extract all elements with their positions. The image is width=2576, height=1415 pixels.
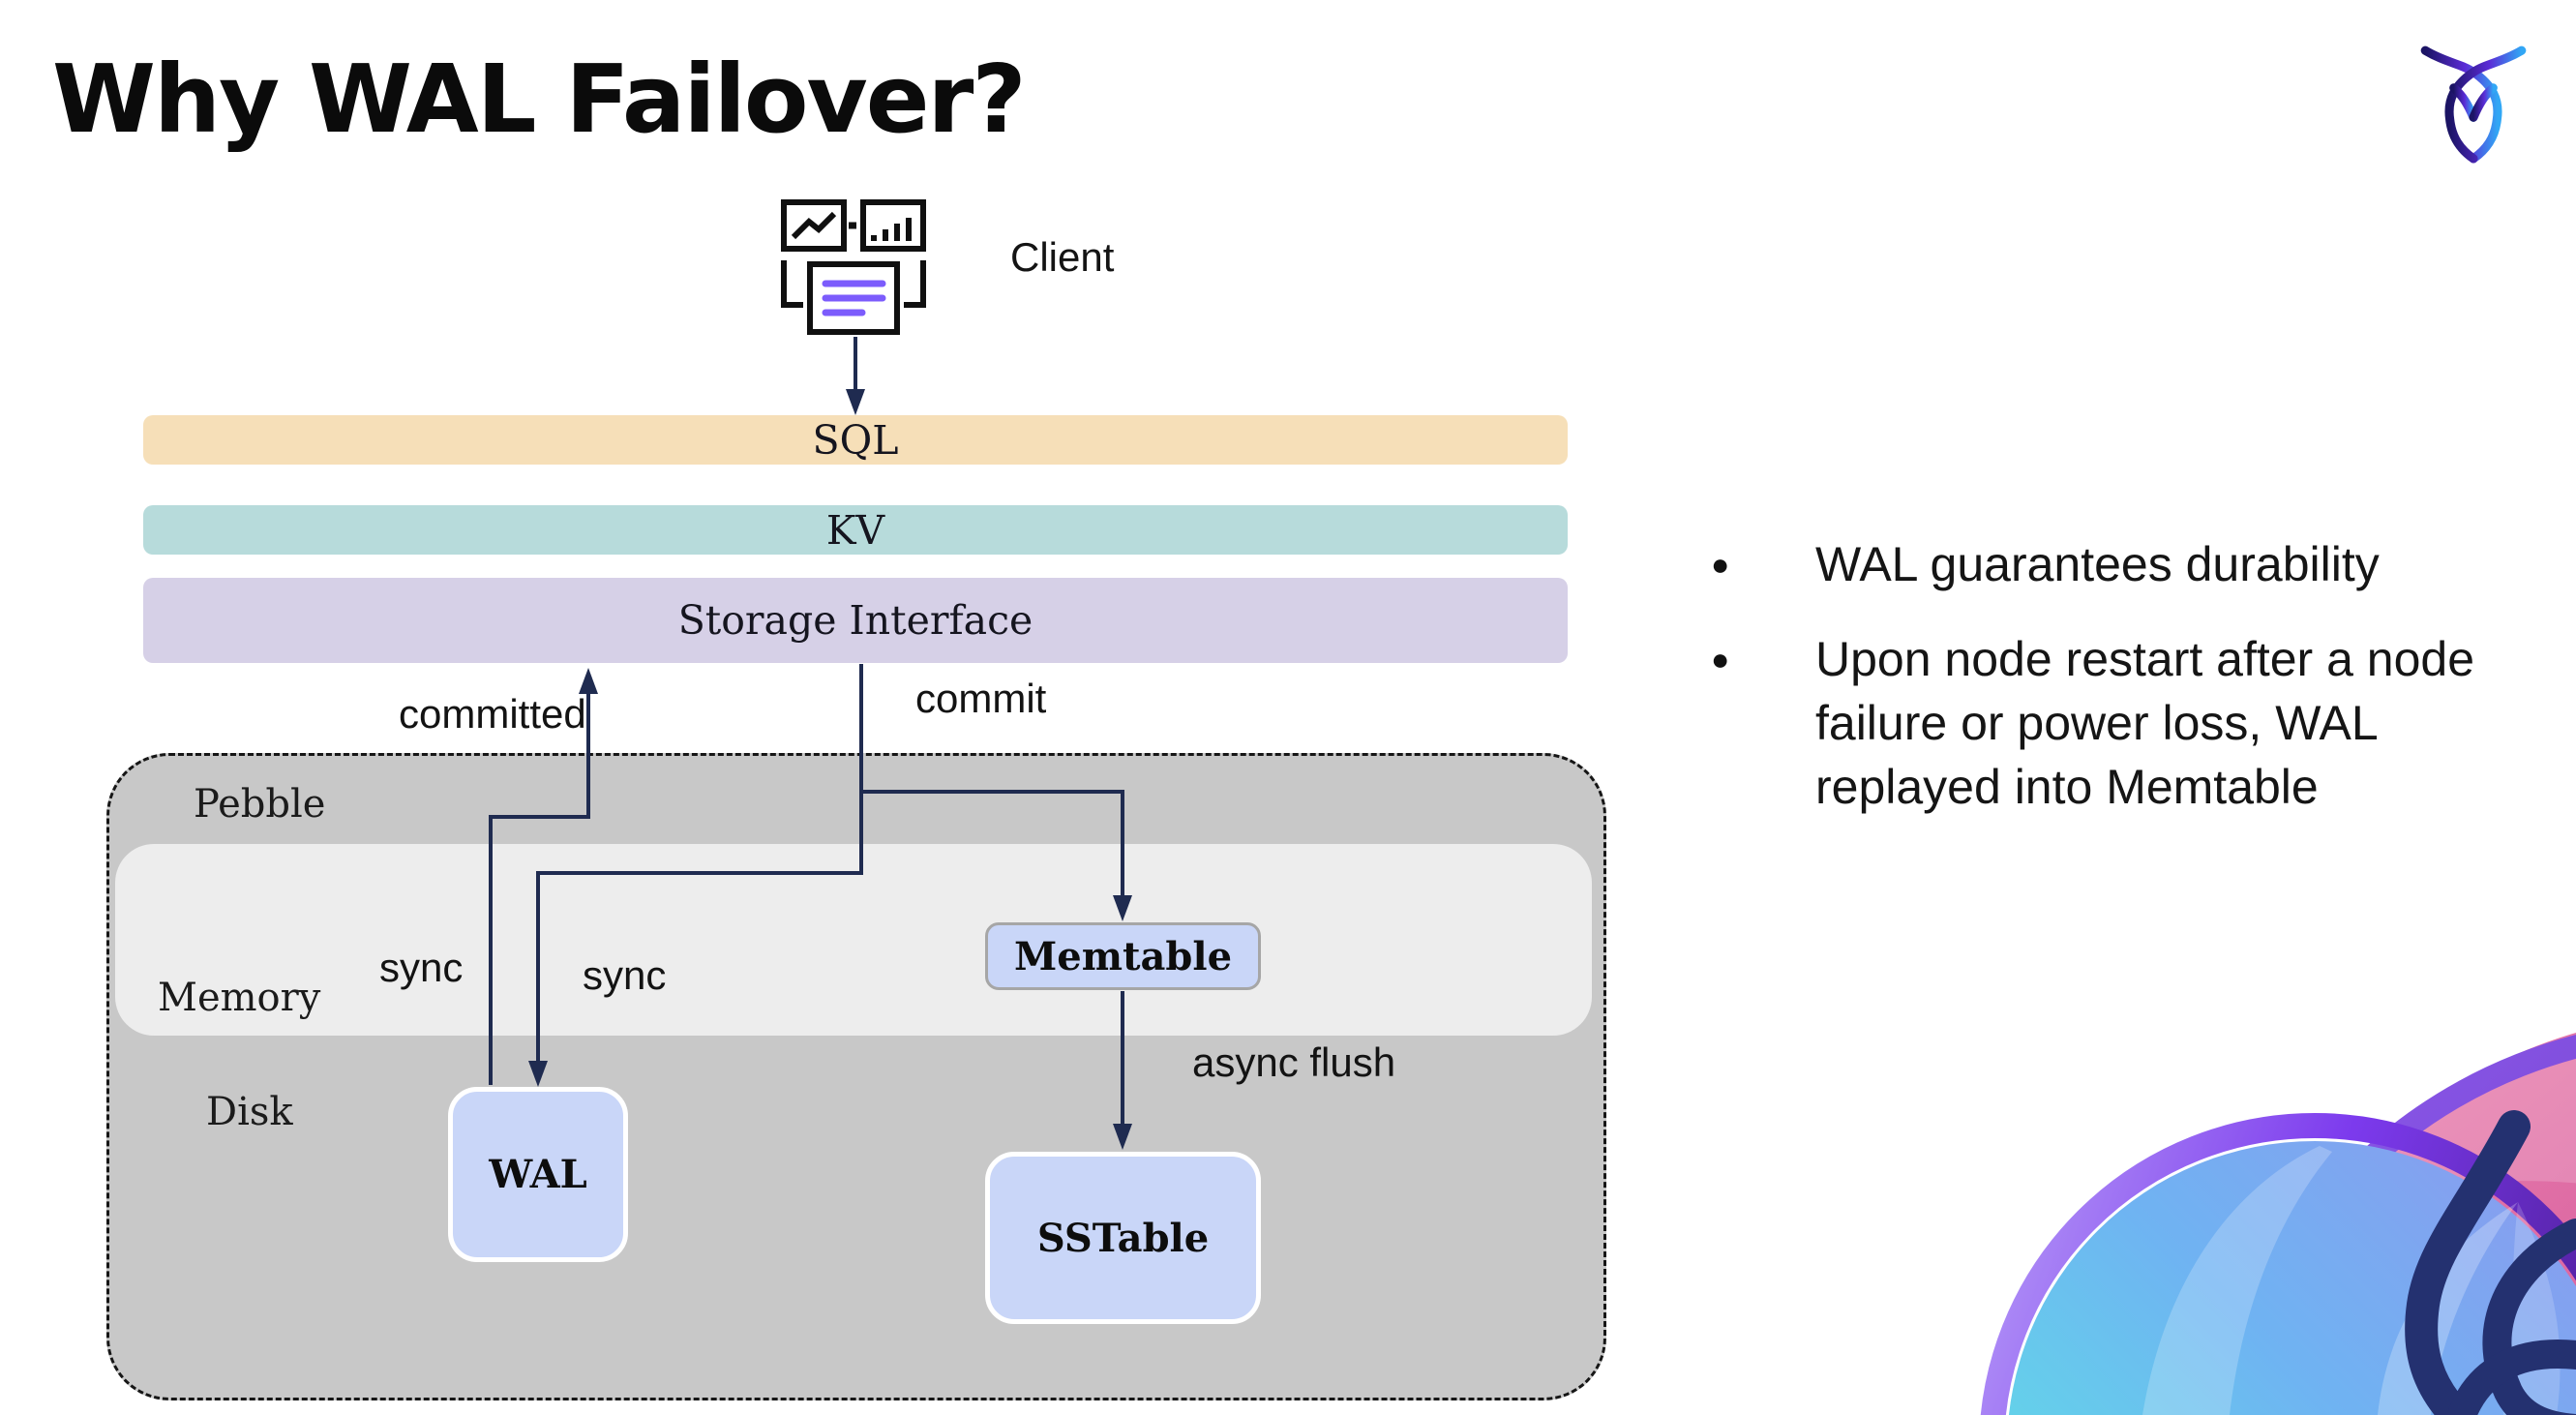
- client-icon: [781, 199, 926, 335]
- memtable-box-label: Memtable: [1013, 933, 1233, 979]
- bullet-marker-icon: ●: [1711, 547, 1730, 582]
- brand-art-decoration: [1980, 1033, 2576, 1415]
- memory-zone: [115, 844, 1592, 1036]
- page-title: Why WAL Failover?: [52, 45, 1027, 154]
- wal-box: WAL: [448, 1087, 628, 1262]
- layer-bar-storage-label: Storage Interface: [677, 597, 1033, 644]
- wal-box-label: WAL: [489, 1152, 587, 1197]
- layer-bar-sql: SQL: [143, 415, 1568, 465]
- arrowhead-sql: [846, 389, 865, 415]
- list-item: ● Upon node restart after a node failure…: [1711, 627, 2543, 819]
- committed-edge-label: committed: [399, 691, 586, 737]
- cockroachdb-logo-icon: [2420, 45, 2527, 164]
- arrowhead-storage: [579, 668, 598, 694]
- sstable-box: SSTable: [985, 1152, 1261, 1324]
- bullet-list: ● WAL guarantees durability ● Upon node …: [1711, 532, 2543, 850]
- memtable-box: Memtable: [985, 922, 1261, 990]
- bullet-marker-icon: ●: [1711, 642, 1730, 677]
- layer-bar-kv: KV: [143, 505, 1568, 555]
- layer-bar-storage: Storage Interface: [143, 578, 1568, 663]
- async-flush-edge-label: async flush: [1192, 1039, 1396, 1085]
- bullet-text: WAL guarantees durability: [1815, 537, 2380, 591]
- commit-edge-label: commit: [915, 676, 1047, 721]
- client-label: Client: [1010, 234, 1115, 280]
- sync-right-edge-label: sync: [583, 952, 667, 998]
- disk-zone-label: Disk: [206, 1090, 293, 1134]
- memory-zone-label: Memory: [158, 976, 321, 1020]
- pebble-label: Pebble: [194, 782, 326, 827]
- layer-bar-sql-label: SQL: [812, 416, 899, 464]
- sync-left-edge-label: sync: [379, 945, 464, 990]
- layer-bar-kv-label: KV: [825, 506, 885, 554]
- sstable-box-label: SSTable: [1036, 1215, 1210, 1261]
- bullet-text: Upon node restart after a node failure o…: [1815, 632, 2475, 814]
- list-item: ● WAL guarantees durability: [1711, 532, 2543, 596]
